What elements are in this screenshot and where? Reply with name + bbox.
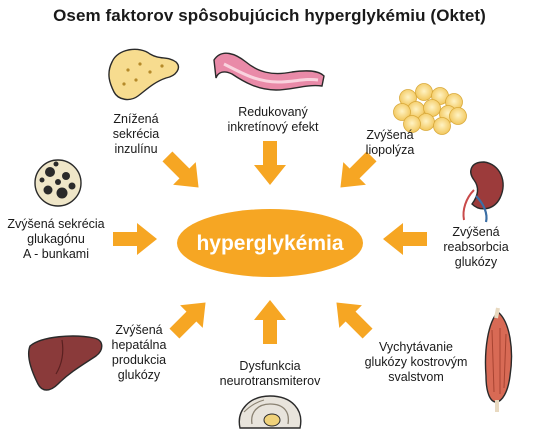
fat-cells-icon [393,83,467,135]
liver-icon [28,335,103,391]
arrow-from-incretin [254,141,286,185]
pancreas-icon [108,48,180,101]
arrows-group [113,141,427,344]
muscle-icon [484,307,513,412]
arrow-from-lipolysis [340,151,377,188]
fat-cell [393,103,411,121]
arrow-from-neurotransmitters [254,300,286,344]
center-ellipse [177,209,363,277]
kidney-icon [462,161,504,223]
diagram-title: Osem faktorov spôsobujúcich hyperglykémi… [53,6,486,25]
arrow-from-glucagon [113,223,157,255]
islet-cell-icon [34,159,82,207]
brain-icon [238,395,302,429]
fat-cell [415,83,433,101]
intestine-icon [213,52,325,91]
arrow-from-hepatic [169,302,206,339]
arrow-from-insulin [162,151,199,188]
fat-cell [403,115,421,133]
fat-cell [449,107,467,125]
fat-cell [433,117,451,135]
center-label: hyperglykémia [196,232,343,255]
arrow-from-muscle [336,302,373,339]
arrow-from-reabsorption [383,223,427,255]
